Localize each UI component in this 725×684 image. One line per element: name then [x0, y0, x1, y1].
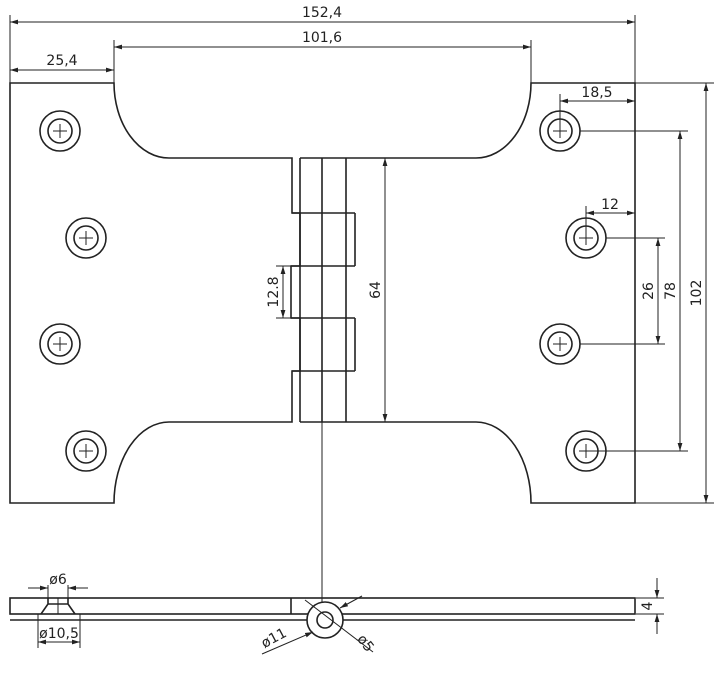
dim-overall-height: 102	[689, 280, 705, 307]
dim-knuckle-outer-dia: ø11	[259, 625, 290, 652]
dim-hole-offset-outer: 18,5	[581, 85, 612, 101]
dim-hole-offset-inner: 12	[601, 197, 619, 213]
dim-cutout-width: 101,6	[302, 30, 342, 46]
dim-knuckle-length: 64	[368, 281, 384, 299]
dim-knuckle-segment: 12.8	[266, 276, 282, 307]
knuckle	[291, 158, 356, 422]
dim-edge-to-cutout: 25,4	[46, 53, 77, 69]
plate-outline-right	[300, 82, 636, 504]
screw-hole	[39, 323, 81, 365]
screw-hole	[539, 323, 581, 365]
dim-countersink-small: ø6	[49, 572, 67, 588]
screw-holes	[39, 110, 607, 472]
dim-hole-spacing-inner: 26	[641, 282, 657, 300]
dim-pin-dia: ø5	[353, 632, 376, 656]
dim-overall-width: 152,4	[302, 5, 342, 21]
screw-hole	[65, 217, 107, 259]
dimension-lines	[9, 15, 714, 630]
dim-countersink-large: ø10,5	[39, 626, 79, 642]
dim-hole-spacing-outer: 78	[663, 282, 679, 300]
side-view	[9, 578, 664, 655]
dim-thickness: 4	[640, 601, 656, 610]
screw-hole	[39, 110, 81, 152]
screw-hole	[65, 430, 107, 472]
plate-outline	[9, 82, 301, 504]
